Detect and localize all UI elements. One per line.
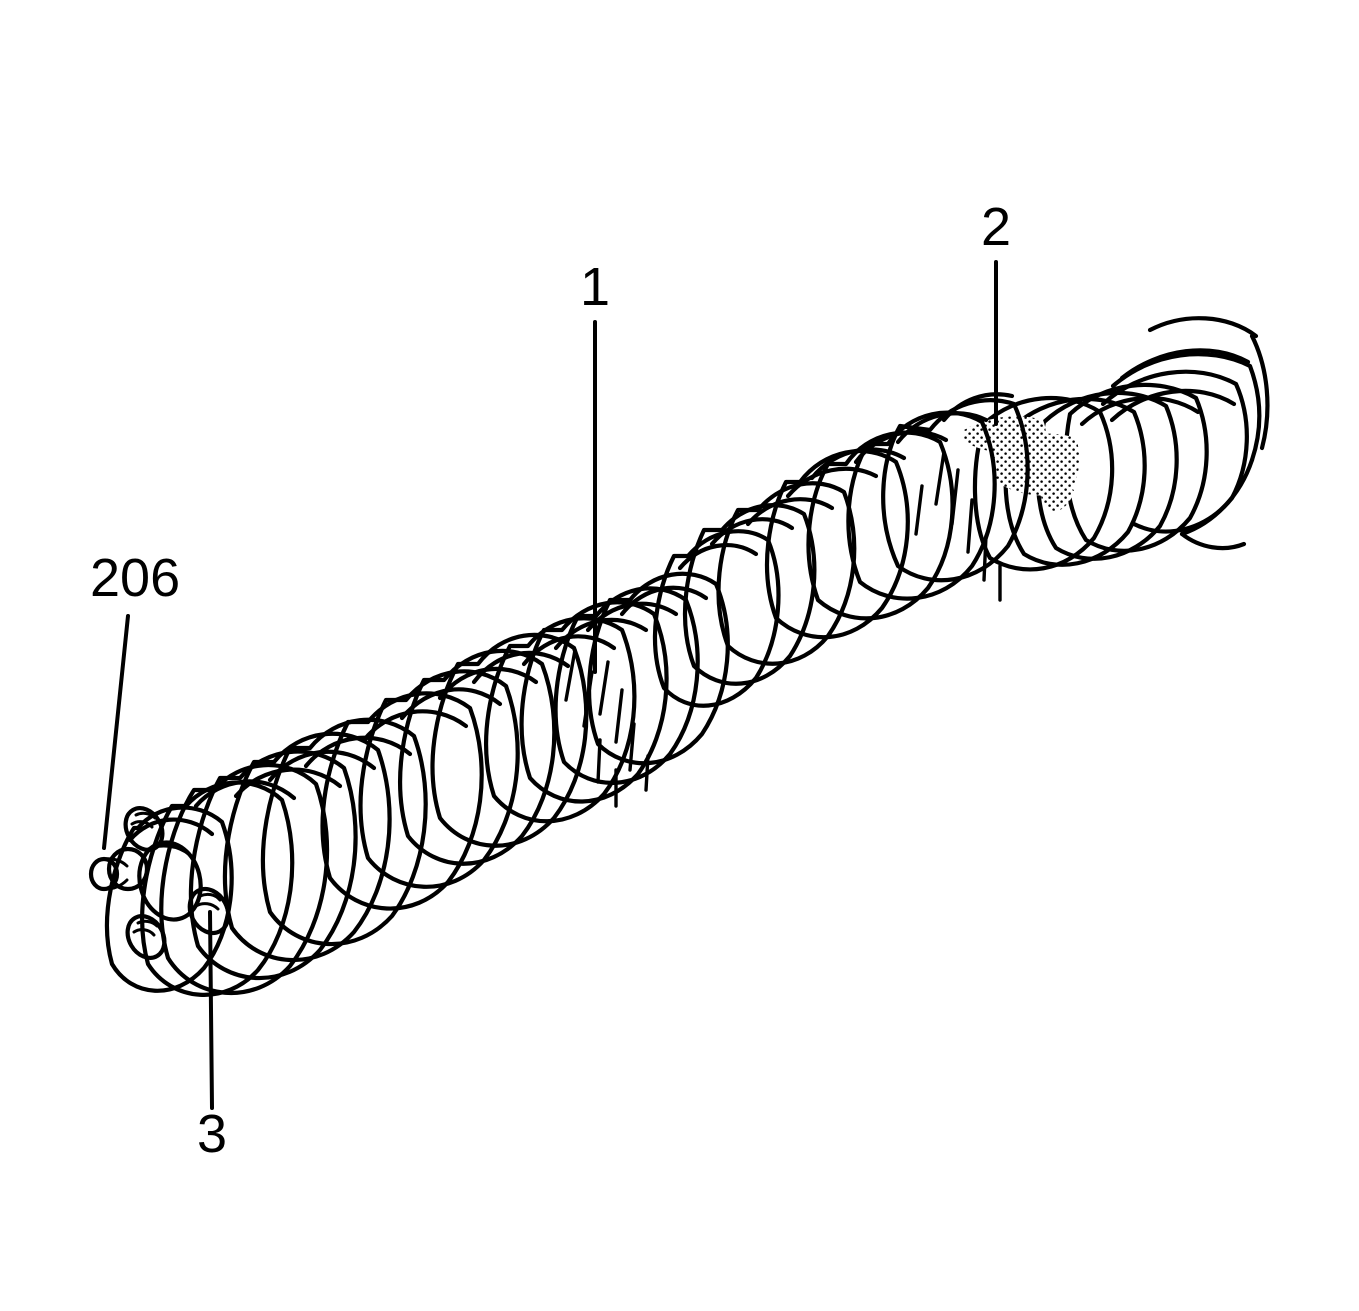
camshaft-end-face [104,763,330,997]
bolt-hole-lower-left [125,914,167,960]
shaft-right-end [1100,316,1270,551]
lobe-surface-ticks [564,450,1002,808]
cam-lobe-cluster-right [764,392,1030,640]
callout-label-1: 1 [580,257,610,317]
bolt-hole-upper-left [123,806,165,852]
bolt-hole-right [187,886,231,936]
callout-label-3: 3 [197,1104,227,1164]
bolt-hole-group [123,806,231,960]
leader-line-206 [102,614,130,850]
dowel-pin [88,846,150,892]
camshaft-body [88,316,1270,997]
callout-label-206: 206 [90,548,180,608]
leader-line-3 [208,910,214,1110]
callout-labels: 206 1 2 3 [90,197,1011,1164]
bearing-journal-group [972,382,1209,572]
shaft-left-collar [188,717,428,981]
callout-label-2: 2 [981,197,1011,257]
cam-lobe-cluster-left [320,632,589,911]
callout-leaders [102,260,998,1110]
